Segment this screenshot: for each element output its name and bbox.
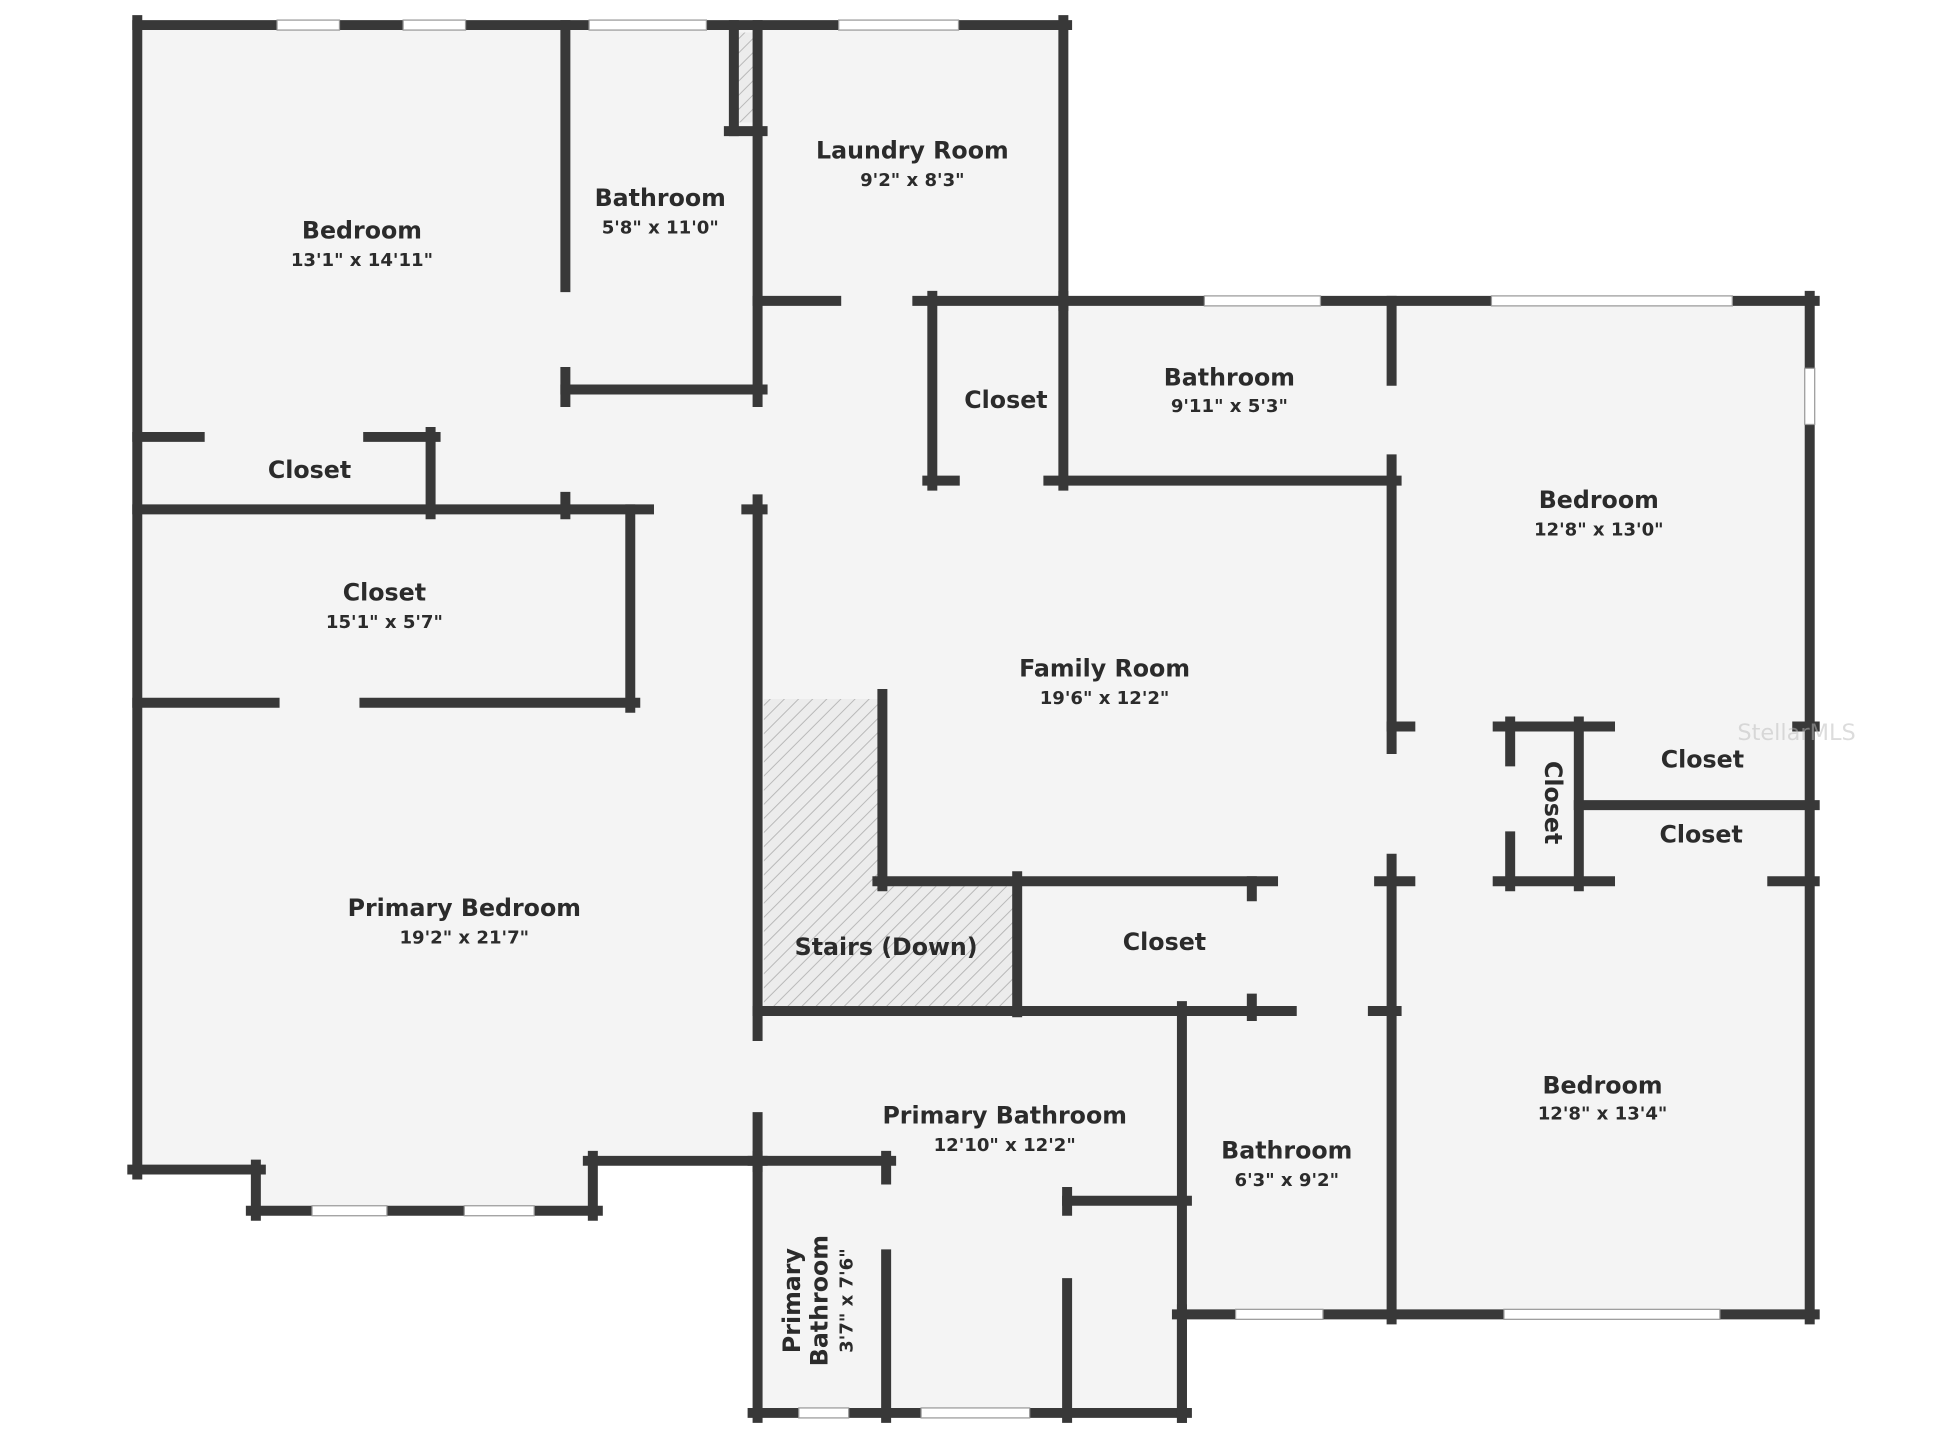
windows [276, 19, 1816, 1419]
room-dims: 3'7" x 7'6" [836, 1248, 857, 1352]
window [463, 1205, 535, 1217]
room-dims: 19'2" x 21'7" [399, 928, 529, 949]
room-name: Primary Bathroom [882, 1101, 1126, 1129]
room-dims: 19'6" x 12'2" [1040, 688, 1170, 709]
window [1804, 367, 1816, 426]
watermark: StellarMLS [1737, 720, 1855, 746]
room-name: Stairs (Down) [795, 933, 978, 961]
room-dims: 6'3" x 9'2" [1235, 1170, 1339, 1191]
room-name: Bedroom [1539, 486, 1659, 514]
room-name: Primary Bedroom [348, 894, 581, 922]
window [588, 19, 708, 31]
window [1234, 1308, 1324, 1320]
window [1203, 295, 1322, 307]
window [311, 1205, 388, 1217]
room-labels: Bedroom 13'1" x 14'11" Bathroom 5'8" x 1… [268, 137, 1744, 1367]
stairs-hatch [763, 699, 1018, 1008]
window [1503, 1308, 1721, 1320]
room-name: Bedroom [1542, 1071, 1662, 1099]
room-dims: 9'11" x 5'3" [1171, 396, 1288, 417]
window [920, 1407, 1031, 1419]
room-name: Family Room [1019, 655, 1190, 683]
room-dims: 12'8" x 13'0" [1534, 520, 1664, 541]
room-name: Closet [964, 386, 1047, 414]
room-name: Bathroom [1164, 364, 1295, 392]
window [838, 19, 960, 31]
room-dims: 12'10" x 12'2" [934, 1135, 1076, 1156]
room-name: Primary [778, 1248, 806, 1354]
room-name: Closet [1661, 746, 1744, 774]
chimney-hatch [736, 32, 756, 123]
room-name: Closet [1659, 821, 1742, 849]
room-name: Closet [268, 456, 351, 484]
room-dims: 13'1" x 14'11" [291, 250, 433, 271]
room-name: Bathroom [595, 184, 726, 212]
room-name: Bedroom [302, 216, 422, 244]
room-name: Laundry Room [816, 137, 1009, 165]
room-name: Bathroom [805, 1235, 833, 1366]
room-dims: 12'8" x 13'4" [1538, 1104, 1668, 1125]
room-name: Closet [1123, 928, 1206, 956]
window [1490, 295, 1733, 307]
room-dims: 5'8" x 11'0" [602, 217, 719, 238]
window [798, 1407, 850, 1419]
room-dims: 15'1" x 5'7" [326, 612, 443, 633]
room-name: Closet [343, 578, 426, 606]
window [276, 19, 341, 31]
room-name: Bathroom [1221, 1136, 1352, 1164]
window [402, 19, 467, 31]
room-dims: 9'2" x 8'3" [860, 170, 964, 191]
room-name: Closet [1539, 761, 1567, 844]
